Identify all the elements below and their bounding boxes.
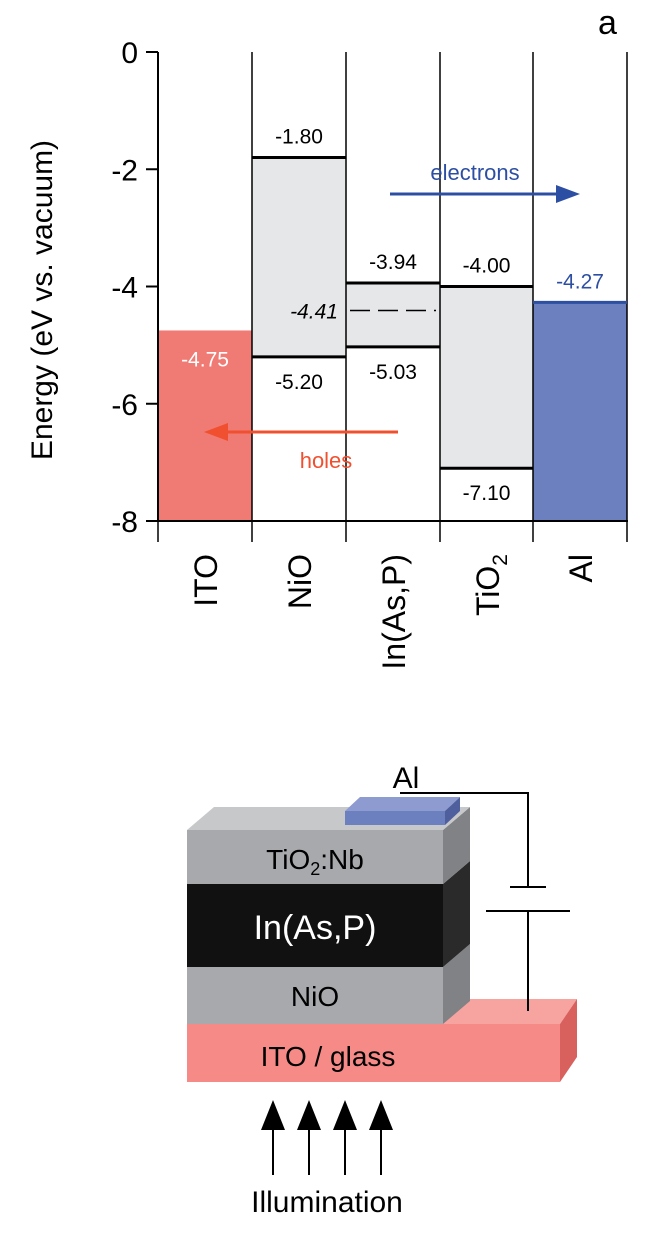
column-label-tio2-main: TiO xyxy=(470,566,506,616)
illumination-arrow-1-head-icon xyxy=(261,1100,285,1130)
al-contact-front xyxy=(345,811,445,825)
inasp-vb-label: -5.03 xyxy=(369,361,417,384)
illumination-arrow-2-head-icon xyxy=(297,1100,321,1130)
holes-arrow-head-icon xyxy=(204,423,228,441)
y-tick-label-1: -2 xyxy=(111,154,138,187)
tio2-nb-suffix: :Nb xyxy=(320,844,364,875)
al-contact-top xyxy=(345,797,460,811)
tio2-vb-label: -7.10 xyxy=(463,482,511,505)
y-tick-label-3: -6 xyxy=(111,389,138,422)
circuit-wire-top xyxy=(400,792,529,887)
nio-layer xyxy=(187,967,443,1024)
column-label-ito: ITO xyxy=(188,554,224,607)
y-tick-group: 0 -2 -4 -6 -8 xyxy=(111,37,158,539)
ito-work-function-region xyxy=(158,330,252,521)
al-contact-label: Al xyxy=(393,762,420,795)
nio-cb-label: -1.80 xyxy=(275,126,323,149)
column-label-nio: NiO xyxy=(282,554,318,609)
ito-work-function-label: -4.75 xyxy=(181,348,229,371)
column-label-inasp: In(As,P) xyxy=(376,554,412,670)
illumination-arrow-3-head-icon xyxy=(333,1100,357,1130)
tio2-nb-layer-label: TiO2:Nb xyxy=(266,844,364,879)
inasp-cb-label: -3.94 xyxy=(369,251,417,274)
electrons-label: electrons xyxy=(430,160,519,185)
ito-slab-front xyxy=(187,1024,560,1082)
inasp-bandgap-region xyxy=(346,282,440,347)
inasp-layer-label: In(As,P) xyxy=(254,909,377,947)
stack-side-inasp xyxy=(443,861,470,967)
illumination-label: Illumination xyxy=(251,1186,403,1219)
al-work-function-region xyxy=(533,302,627,521)
y-axis-label: Energy (eV vs. vacuum) xyxy=(26,140,59,460)
electrons-arrow-head-icon xyxy=(556,185,580,203)
nio-bandgap-region xyxy=(252,157,346,357)
column-label-tio2: TiO2 xyxy=(470,554,512,616)
tio2-nb-sub: 2 xyxy=(310,859,320,879)
inasp-layer xyxy=(187,884,443,967)
column-label-tio2-sub: 2 xyxy=(489,554,512,566)
panel-label: a xyxy=(598,4,617,42)
ito-slab-side xyxy=(560,999,577,1082)
al-contact-side xyxy=(445,797,460,825)
holes-label: holes xyxy=(300,448,353,473)
tio2-nb-main: TiO xyxy=(266,844,310,875)
illumination-arrow-4-head-icon xyxy=(369,1100,393,1130)
al-work-function-label: -4.27 xyxy=(556,270,604,293)
nio-layer-label: NiO xyxy=(291,981,339,1012)
y-tick-label-2: -4 xyxy=(111,272,138,305)
inasp-fermi-label: -4.41 xyxy=(290,301,338,324)
tio2-nb-layer xyxy=(187,830,443,884)
tio2-cb-label: -4.00 xyxy=(463,255,511,278)
column-label-al: Al xyxy=(563,554,599,582)
stack-side-tio2 xyxy=(443,807,470,884)
stack-side-nio xyxy=(443,944,470,1024)
tio2-bandgap-region xyxy=(440,286,533,469)
y-tick-label-4: -8 xyxy=(111,506,138,539)
ito-glass-label: ITO / glass xyxy=(261,1041,396,1072)
nio-vb-label: -5.20 xyxy=(275,371,323,394)
y-tick-label-0: 0 xyxy=(121,37,138,70)
